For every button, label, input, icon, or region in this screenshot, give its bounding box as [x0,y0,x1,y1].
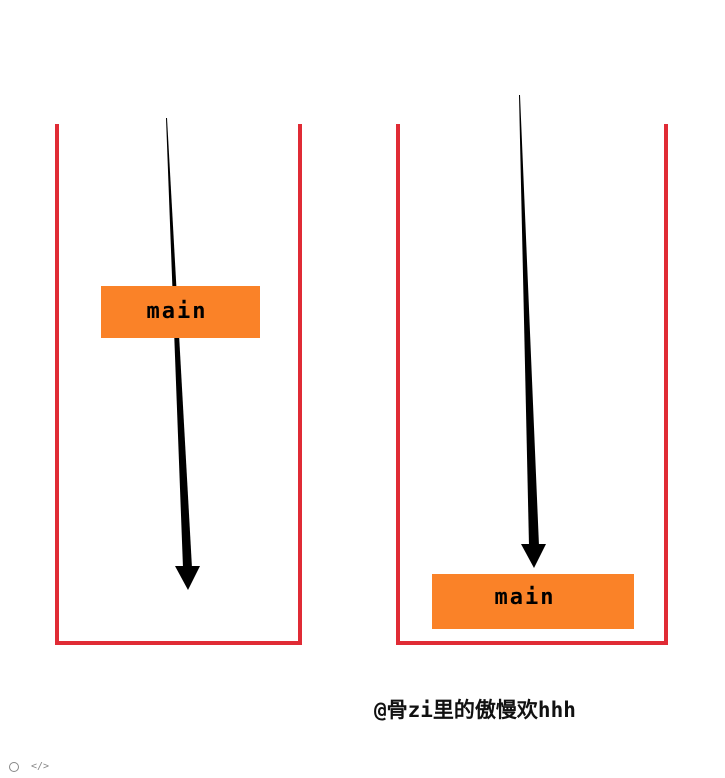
stack-container-right [396,124,668,645]
stack-frame-label-left: main [147,299,208,324]
stack-frame-box-right [432,574,634,629]
arrow-right-head [521,544,546,568]
circle-icon[interactable] [9,762,19,772]
watermark-text: @骨zi里的傲慢欢hhh [374,698,576,722]
code-icon[interactable]: </> [31,761,50,772]
stack-frame-label-right: main [495,585,556,610]
arrow-left-shaft [166,118,192,568]
stack-container-left [55,124,302,645]
arrow-right-shaft [519,95,539,546]
stack-frame-box-left [101,286,260,338]
arrow-left-head [175,566,200,590]
bottom-toolbar: </> [9,762,49,772]
